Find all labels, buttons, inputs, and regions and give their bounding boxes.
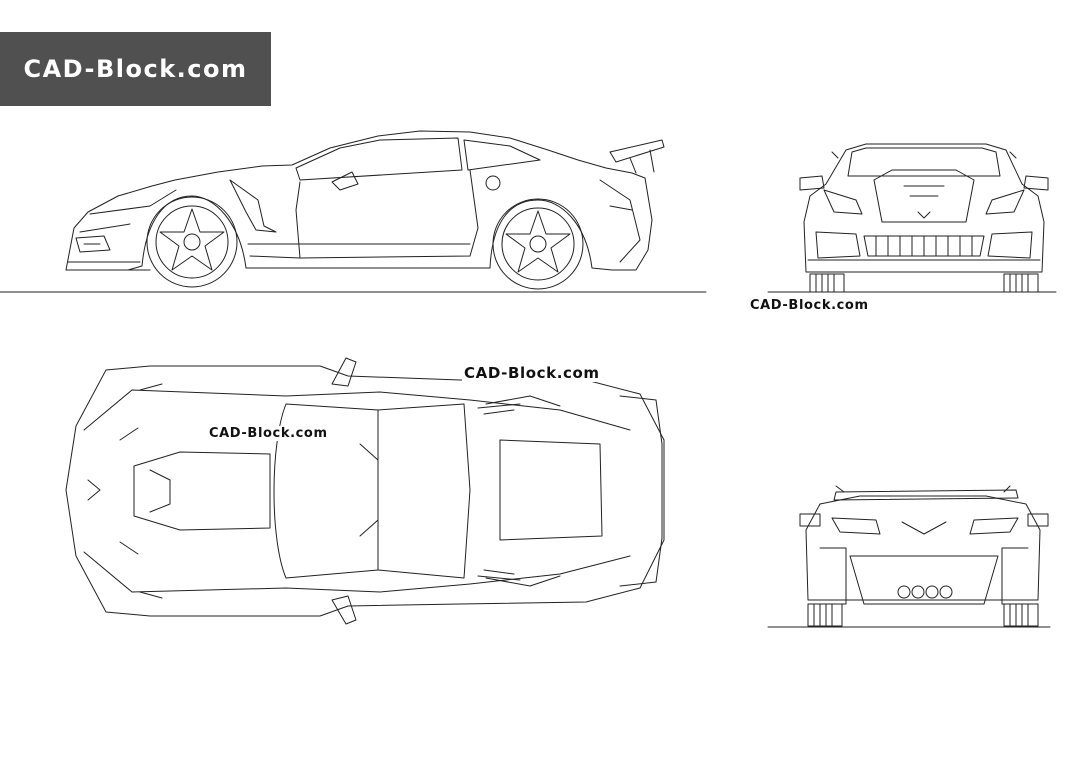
front-grille bbox=[864, 236, 984, 256]
front-mirror-left bbox=[800, 176, 824, 190]
rear-wing bbox=[610, 140, 664, 162]
exhaust-tip-1 bbox=[898, 586, 910, 598]
front-windshield bbox=[848, 148, 1000, 176]
front-left-headlight bbox=[824, 190, 862, 214]
front-view-body-outline bbox=[804, 144, 1044, 272]
top-view-body-outline bbox=[66, 366, 664, 616]
watermark-front-view: CAD-Block.com bbox=[748, 298, 871, 313]
rear-left-taillight bbox=[832, 518, 880, 534]
top-rear-wing bbox=[620, 396, 662, 586]
rear-mirror-left bbox=[800, 514, 820, 526]
rear-diffuser bbox=[850, 556, 998, 604]
rear-wing-top bbox=[834, 490, 1018, 500]
top-view bbox=[66, 358, 664, 624]
front-tire-right bbox=[1004, 274, 1038, 292]
cad-block-logo[interactable]: CAD-Block.com bbox=[0, 32, 271, 106]
fuel-cap bbox=[486, 176, 500, 190]
top-hood-vent bbox=[134, 452, 270, 530]
logo-text: CAD-Block.com bbox=[23, 55, 248, 83]
rear-tire-left bbox=[808, 604, 842, 626]
rear-wheel bbox=[493, 199, 583, 289]
top-rear-window bbox=[500, 440, 602, 540]
rear-view-body-outline bbox=[806, 496, 1040, 600]
watermark-top-view-hood: CAD-Block.com bbox=[207, 426, 330, 441]
front-mirror-right bbox=[1024, 176, 1048, 190]
front-wheel bbox=[147, 197, 237, 287]
front-right-headlight bbox=[986, 190, 1024, 214]
front-view bbox=[768, 144, 1056, 292]
top-roof bbox=[378, 404, 470, 578]
side-view bbox=[0, 131, 706, 292]
watermark-top-view: CAD-Block.com bbox=[462, 364, 602, 382]
front-tire-left bbox=[810, 274, 844, 292]
door-line bbox=[296, 170, 478, 258]
rear-mirror-right bbox=[1028, 514, 1048, 526]
exhaust-tip-4 bbox=[940, 586, 952, 598]
rear-view bbox=[768, 486, 1050, 627]
rear-right-taillight bbox=[970, 518, 1018, 534]
side-view-body-outline bbox=[66, 131, 652, 270]
exhaust-tip-2 bbox=[912, 586, 924, 598]
rear-tire-right bbox=[1004, 604, 1038, 626]
exhaust-tip-3 bbox=[926, 586, 938, 598]
top-mirror-right bbox=[332, 596, 356, 624]
top-mirror-left bbox=[332, 358, 356, 386]
side-window bbox=[296, 138, 462, 180]
side-mirror bbox=[332, 172, 358, 190]
